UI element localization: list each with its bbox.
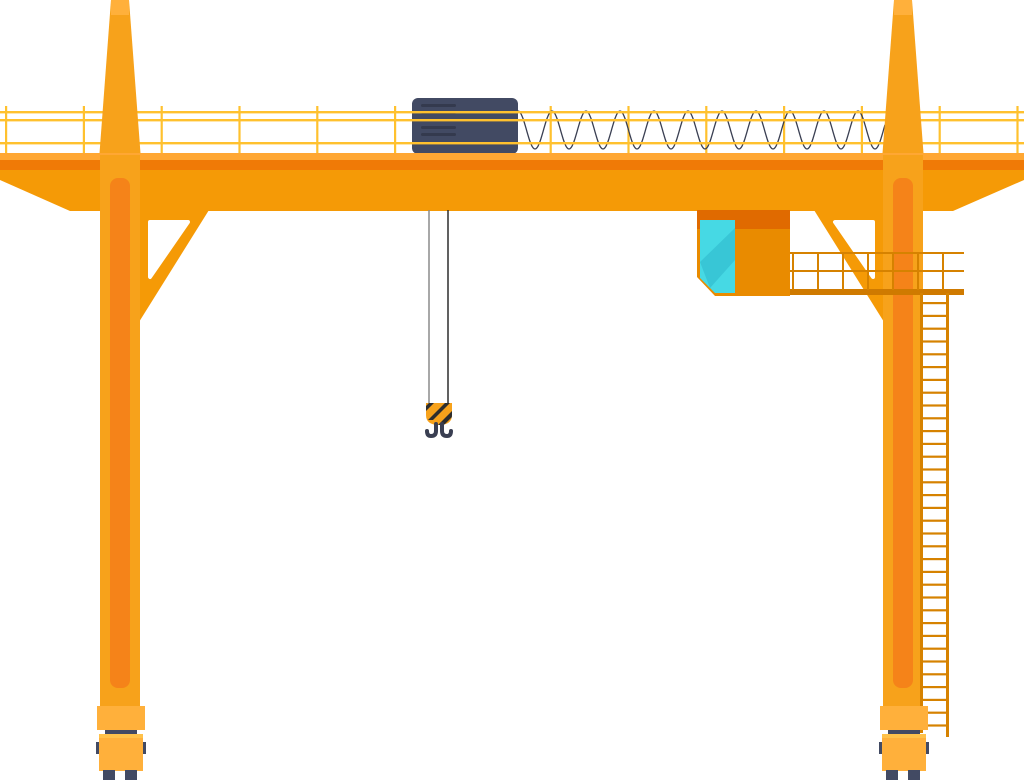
ladder-rung xyxy=(920,673,949,676)
bogie-axle xyxy=(888,730,920,735)
ladder-rung xyxy=(920,583,949,586)
main-beam xyxy=(0,153,1024,211)
ladder xyxy=(920,293,949,737)
railing-post xyxy=(627,106,630,166)
bogie-upper xyxy=(880,706,928,730)
left-brace xyxy=(139,210,209,322)
railing-rails xyxy=(0,111,1024,145)
railing-post xyxy=(705,106,708,166)
ladder-rung xyxy=(920,442,949,445)
operator-cabin xyxy=(697,210,790,296)
ladder-rung xyxy=(920,558,949,561)
ladder-rung xyxy=(920,570,949,573)
platform-rail xyxy=(790,252,964,254)
wheel xyxy=(125,770,137,780)
platform-post xyxy=(892,252,894,290)
wheel-bogies xyxy=(96,706,929,780)
ladder-rung xyxy=(920,506,949,509)
bogie-highlight xyxy=(99,734,143,738)
ladder-rail xyxy=(920,293,923,733)
right-leg-body xyxy=(883,155,923,707)
bogie-bumper xyxy=(96,742,99,754)
railing-bar xyxy=(0,142,1024,145)
railing-post xyxy=(316,106,319,166)
ladder-rung xyxy=(920,711,949,714)
platform-rail xyxy=(790,270,964,272)
ladder-rung xyxy=(920,545,949,548)
railing-post xyxy=(783,106,786,166)
platform-post xyxy=(917,252,919,290)
ladder-rung xyxy=(920,302,949,305)
ladder-rung xyxy=(920,634,949,637)
ladder-rung xyxy=(920,622,949,625)
ladder-rung xyxy=(920,391,949,394)
railing-bar xyxy=(0,119,1024,122)
ladder-rung xyxy=(920,314,949,317)
left-leg xyxy=(99,0,141,160)
ladder-rung xyxy=(920,686,949,689)
ladder-rung xyxy=(920,430,949,433)
ladder-rung xyxy=(920,494,949,497)
left-leg-body xyxy=(100,155,140,707)
ladder-rail xyxy=(946,293,949,737)
operator-platform xyxy=(790,252,964,295)
railing-post xyxy=(238,106,241,166)
hook-assembly xyxy=(425,210,453,439)
ladder-rung xyxy=(920,532,949,535)
trolley xyxy=(412,98,518,154)
ladder-rung xyxy=(920,340,949,343)
railing-post xyxy=(160,106,163,166)
railing-post xyxy=(394,106,397,166)
platform-post xyxy=(817,252,819,290)
ladder-rung xyxy=(920,596,949,599)
platform-post xyxy=(942,252,944,290)
wheel xyxy=(103,770,115,780)
ladder-rung xyxy=(920,404,949,407)
railing-post xyxy=(1016,106,1019,166)
bogie-lower xyxy=(882,734,926,771)
right-brace xyxy=(814,210,884,322)
ladder-rung xyxy=(920,468,949,471)
platform-post xyxy=(842,252,844,290)
hook-block xyxy=(426,403,452,425)
ladder-rung xyxy=(920,455,949,458)
ladder-rung xyxy=(920,660,949,663)
ladder-rung xyxy=(920,327,949,330)
bogie-highlight xyxy=(882,734,926,738)
bogie-lower xyxy=(99,734,143,771)
ladder-rung xyxy=(920,417,949,420)
bogie-bumper xyxy=(926,742,929,754)
platform-post xyxy=(867,252,869,290)
bogie-upper xyxy=(97,706,145,730)
platform-post xyxy=(792,252,794,290)
wheel xyxy=(908,770,920,780)
ladder-rung xyxy=(920,609,949,612)
railing-post xyxy=(938,106,941,166)
bogie-axle xyxy=(105,730,137,735)
railing-post xyxy=(860,106,863,166)
ladder-rung xyxy=(920,353,949,356)
right-leg-top xyxy=(882,0,924,160)
ladder-rung xyxy=(920,519,949,522)
railing-post xyxy=(549,106,552,166)
ladder-rung xyxy=(920,481,949,484)
hook-icon xyxy=(425,422,453,439)
platform-floor xyxy=(790,289,964,295)
ladder-rung xyxy=(920,724,949,727)
bogie-bumper xyxy=(143,742,146,754)
railing-post xyxy=(82,106,85,166)
railing-bar xyxy=(0,111,1024,114)
railing-post xyxy=(5,106,8,166)
ladder-rung xyxy=(920,366,949,369)
ladder-rung xyxy=(920,698,949,701)
ladder-rung xyxy=(920,378,949,381)
wheel xyxy=(886,770,898,780)
bogie-bumper xyxy=(879,742,882,754)
ladder-rung xyxy=(920,647,949,650)
